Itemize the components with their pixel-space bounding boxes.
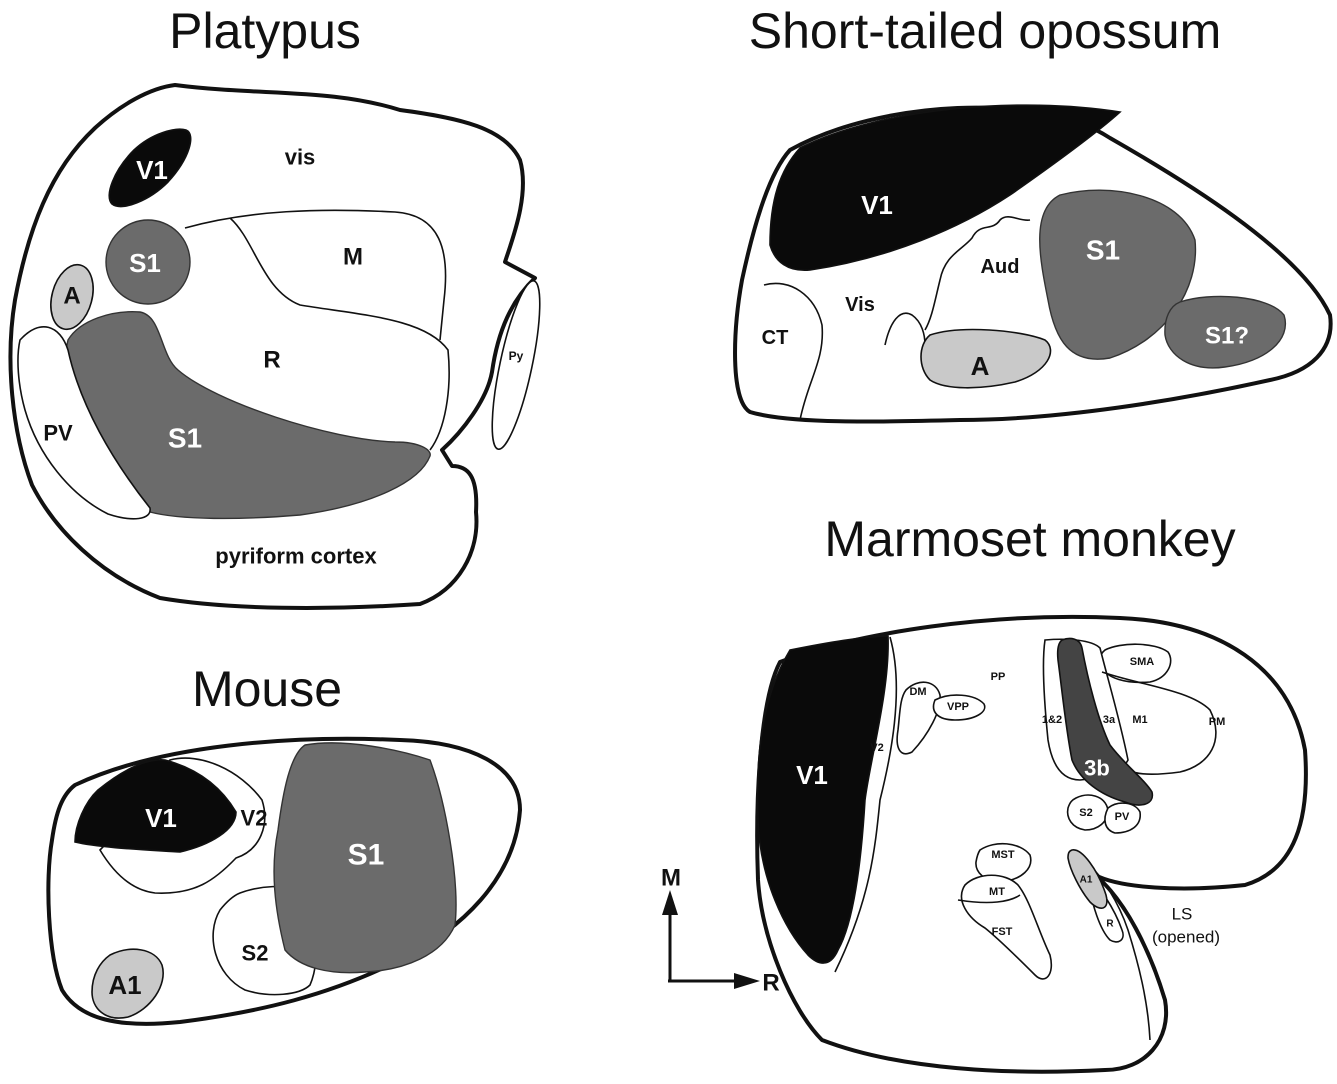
marmoset-a1-label: A1 bbox=[1080, 875, 1093, 886]
marmoset-v1-label: V1 bbox=[796, 760, 828, 790]
platypus-panel: Platypus V1 vis S1 M A R Py PV S1 pyrifo… bbox=[10, 3, 549, 608]
orientation-r-label: R bbox=[762, 970, 779, 997]
mouse-v1-label: V1 bbox=[145, 803, 177, 833]
opossum-ct-label: CT bbox=[762, 327, 789, 349]
marmoset-ls-label: LS bbox=[1172, 905, 1193, 924]
marmoset-ls-note: (opened) bbox=[1152, 928, 1220, 947]
marmoset-m1-label: M1 bbox=[1132, 714, 1147, 726]
marmoset-pp-label: PP bbox=[991, 671, 1006, 683]
opossum-s1q-label: S1? bbox=[1205, 323, 1249, 350]
marmoset-pm-label: PM bbox=[1209, 716, 1226, 728]
opossum-vis-label: Vis bbox=[845, 294, 875, 316]
opossum-aud-label: Aud bbox=[981, 256, 1020, 278]
mouse-title: Mouse bbox=[192, 661, 342, 717]
marmoset-mst-label: MST bbox=[991, 849, 1015, 861]
platypus-title: Platypus bbox=[169, 3, 361, 59]
marmoset-1and2-label: 1&2 bbox=[1042, 714, 1062, 726]
marmoset-pv-label: PV bbox=[1115, 811, 1130, 823]
opossum-panel: Short-tailed opossum V1 S1 Aud Vis CT A … bbox=[735, 3, 1331, 422]
opossum-s1-label: S1 bbox=[1086, 235, 1120, 266]
platypus-v1-label: V1 bbox=[136, 155, 168, 185]
opossum-a-label: A bbox=[971, 351, 990, 381]
marmoset-s2-label: S2 bbox=[1079, 807, 1092, 819]
orientation-m-label: M bbox=[661, 865, 681, 892]
mouse-v2-label: V2 bbox=[241, 806, 268, 831]
marmoset-3b-label: 3b bbox=[1084, 756, 1110, 781]
marmoset-mt-label: MT bbox=[989, 886, 1005, 898]
right-arrow-icon bbox=[734, 973, 760, 989]
mouse-panel: Mouse V1 V2 S1 S2 A1 bbox=[48, 661, 520, 1024]
marmoset-fst-label: FST bbox=[992, 926, 1013, 938]
marmoset-dm-label: DM bbox=[909, 686, 926, 698]
marmoset-r-label: R bbox=[1106, 919, 1114, 930]
marmoset-panel: Marmoset monkey V1 V2 DM VPP PP SMA 1&2 … bbox=[757, 511, 1306, 1072]
marmoset-sma-label: SMA bbox=[1130, 656, 1155, 668]
platypus-m-label: M bbox=[343, 244, 363, 271]
opossum-v1-label: V1 bbox=[861, 190, 893, 220]
mouse-s2-label: S2 bbox=[242, 941, 269, 966]
platypus-s1-small-label: S1 bbox=[129, 248, 161, 278]
opossum-title: Short-tailed opossum bbox=[749, 3, 1221, 59]
platypus-pv-label: PV bbox=[43, 421, 73, 446]
platypus-py-label: Py bbox=[509, 349, 524, 363]
platypus-vis-label: vis bbox=[285, 145, 316, 170]
platypus-r-label: R bbox=[263, 347, 280, 374]
mouse-a1-label: A1 bbox=[108, 970, 141, 1000]
marmoset-v2-label: V2 bbox=[870, 742, 883, 754]
up-arrow-icon bbox=[662, 890, 678, 915]
marmoset-3a-label: 3a bbox=[1103, 714, 1116, 726]
marmoset-vpp-label: VPP bbox=[947, 701, 969, 713]
platypus-s1-large-label: S1 bbox=[168, 423, 202, 454]
platypus-a-label: A bbox=[63, 283, 80, 310]
marmoset-title: Marmoset monkey bbox=[824, 511, 1235, 567]
platypus-pyriform-label: pyriform cortex bbox=[215, 544, 377, 569]
mouse-s1-label: S1 bbox=[348, 839, 385, 872]
